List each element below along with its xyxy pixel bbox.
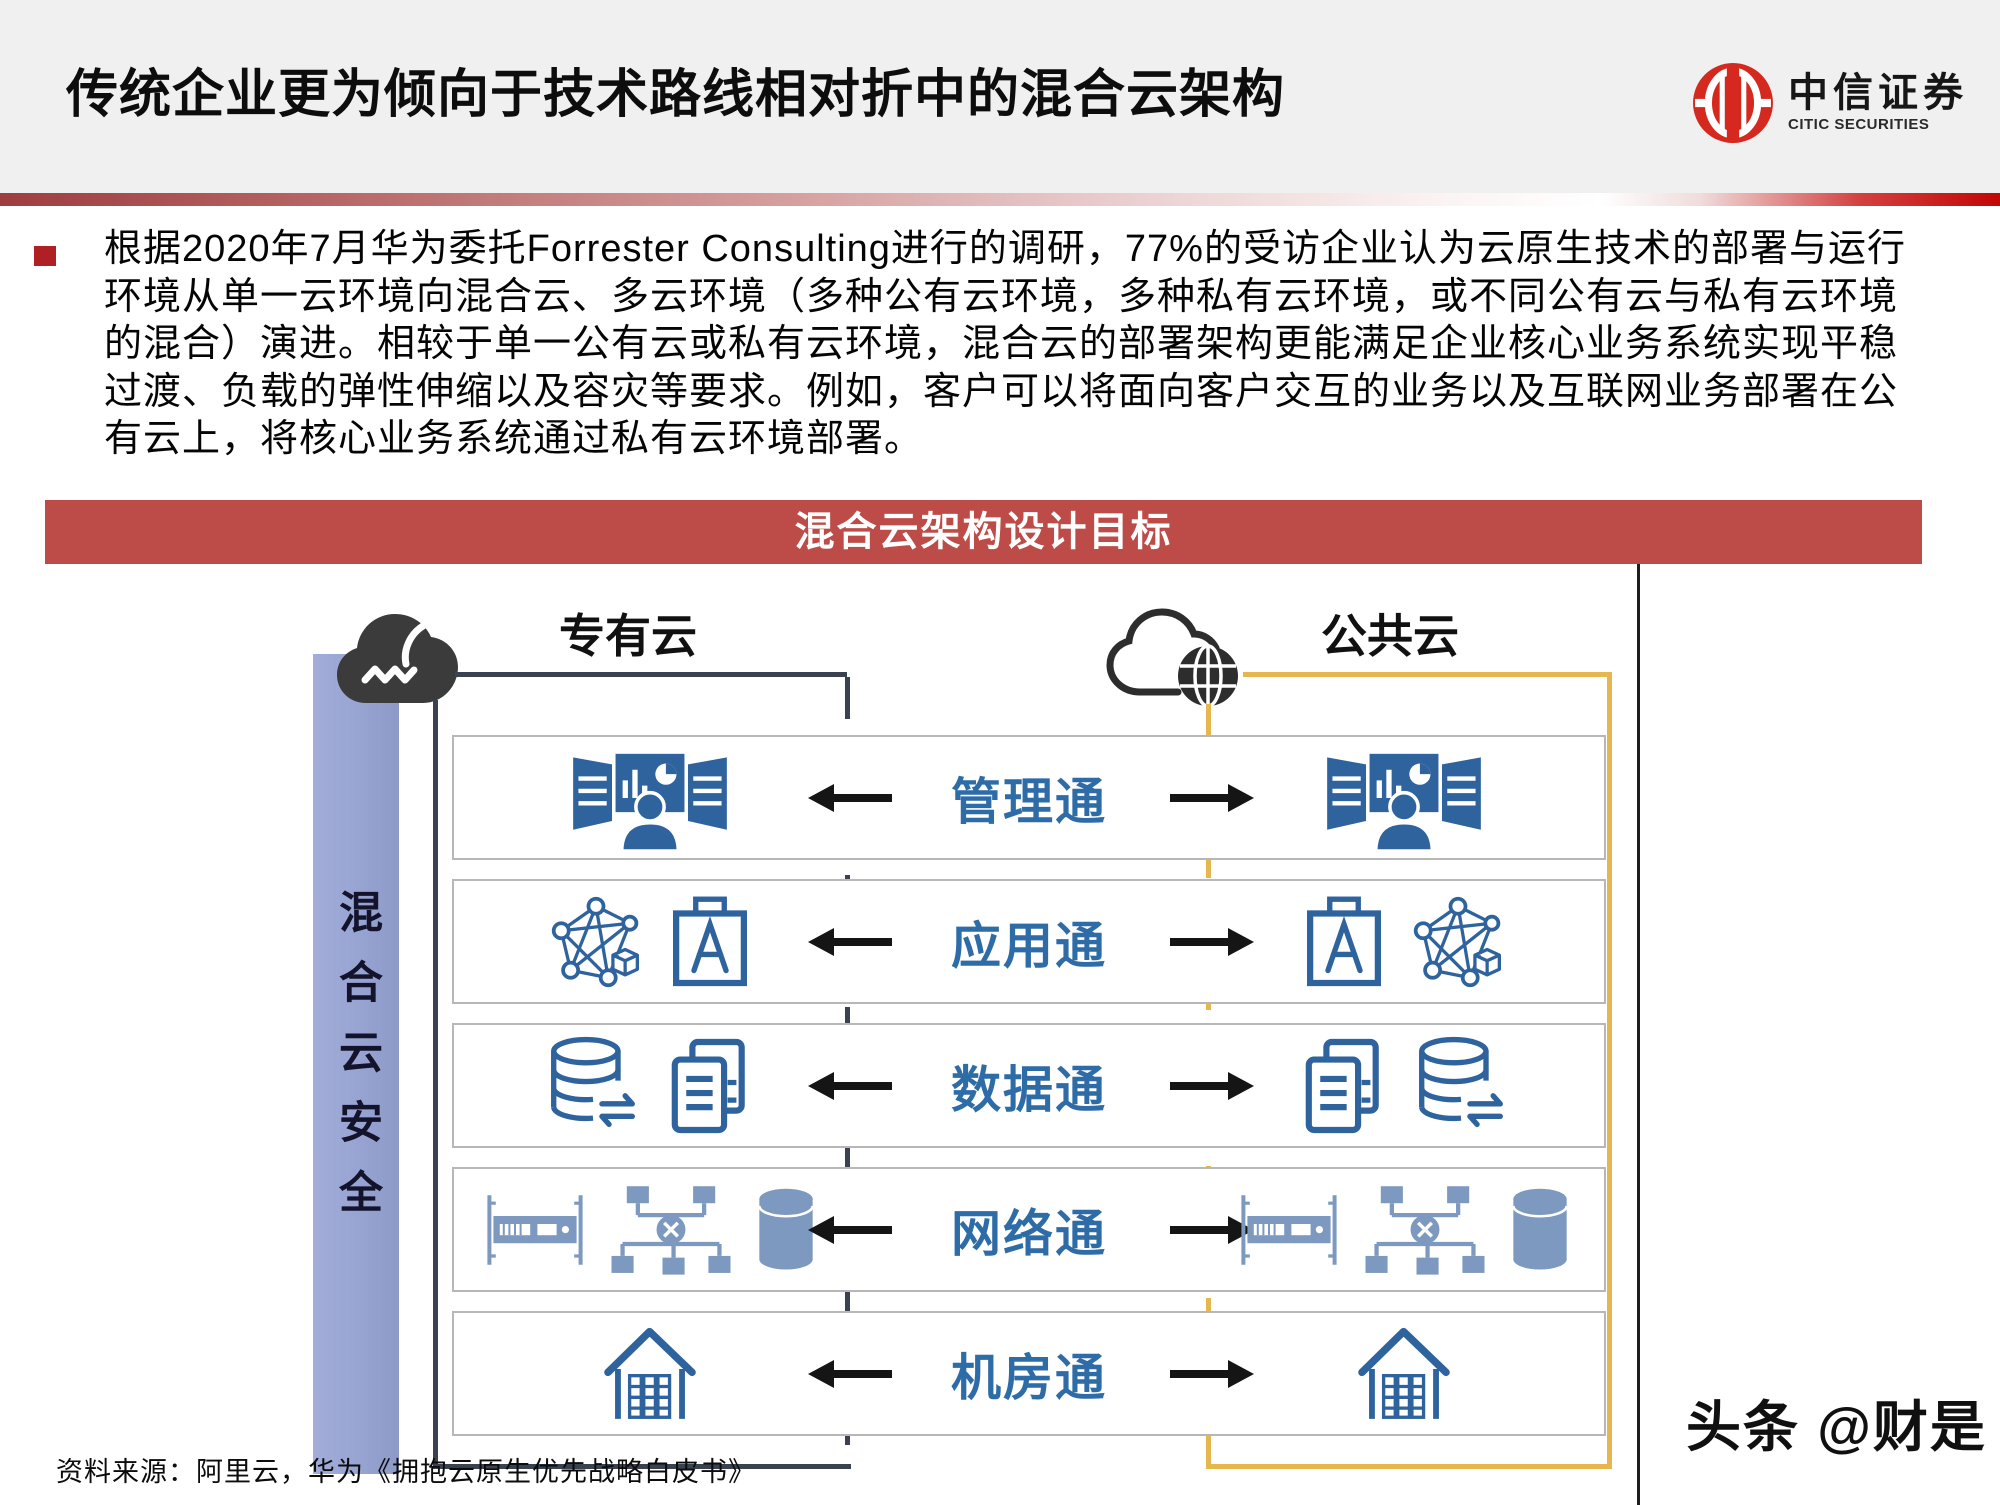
title-band xyxy=(0,0,2000,193)
datacenter-building-icon xyxy=(598,1323,702,1425)
diagram-row: 应用通 xyxy=(452,879,1606,1004)
row-left-icons xyxy=(462,1169,838,1290)
section-banner-label: 混合云架构设计目标 xyxy=(794,510,1173,554)
hybrid-cloud-security-bar: 混合云安全 xyxy=(313,654,399,1474)
network-topology-icon xyxy=(603,1181,739,1279)
network-molecule-icon xyxy=(1411,895,1505,989)
private-cloud-icon xyxy=(337,614,458,703)
private-bracket-left-line xyxy=(433,700,438,1469)
left-arrow-icon xyxy=(808,1359,892,1388)
row-label: 网络通 xyxy=(951,1205,1107,1262)
switch-rack-icon xyxy=(483,1192,587,1268)
right-arrow-icon xyxy=(1170,1071,1254,1100)
row-left-icons xyxy=(462,737,838,858)
monitor-wall-person-icon xyxy=(566,745,734,851)
diagram-row: 数据通 xyxy=(452,1023,1606,1148)
briefcase-a-icon xyxy=(669,895,751,989)
row-left-icons xyxy=(462,1025,838,1146)
paragraph-line: 过渡、负载的弹性伸缩以及容灾等要求。例如，客户可以将面向客户交互的业务以及互联网… xyxy=(104,370,1899,413)
row-label: 应用通 xyxy=(951,917,1107,974)
private-cloud-label: 专有云 xyxy=(559,610,697,662)
left-arrow-icon xyxy=(808,1071,892,1100)
paragraph-line: 的混合）演进。相较于单一公有云或私有云环境，混合云的部署架构更能满足企业核心业务… xyxy=(104,323,1899,365)
row-right-icons xyxy=(1214,737,1594,858)
right-divider-line xyxy=(1637,564,1640,1505)
bullet-square-icon xyxy=(34,246,56,266)
citic-logo-cn: 中信证券 xyxy=(1788,71,1968,115)
section-banner: 混合云架构设计目标 xyxy=(45,500,1922,564)
database-sync-icon xyxy=(1414,1036,1508,1136)
watermark: 头条 @财是 xyxy=(1686,1396,1987,1458)
row-right-icons xyxy=(1214,1313,1594,1434)
public-cloud-globe-icon xyxy=(1106,608,1238,708)
citic-logo-en: CITIC SECURITIES xyxy=(1788,116,1930,133)
database-cylinder-icon xyxy=(1509,1187,1571,1273)
right-arrow-icon xyxy=(1170,783,1254,812)
network-molecule-icon xyxy=(549,895,643,989)
citic-logo: 中信证券 CITIC SECURITIES xyxy=(1692,62,1968,144)
documents-icon xyxy=(666,1036,754,1136)
paragraph-line: 有云上，将核心业务系统通过私有云环境部署。 xyxy=(104,418,924,460)
paragraph-line: 根据2020年7月华为委托Forrester Consulting进行的调研，7… xyxy=(104,228,1906,270)
security-bar-label: 混合云安全 xyxy=(332,889,381,1239)
diagram-row: 管理通 xyxy=(452,735,1606,860)
briefcase-a-icon xyxy=(1303,895,1385,989)
body-paragraph: 根据2020年7月华为委托Forrester Consulting进行的调研，7… xyxy=(104,226,1934,464)
public-bracket-top-line xyxy=(1243,672,1612,677)
source-note: 资料来源：阿里云，华为《拥抱云原生优先战略白皮书》 xyxy=(56,1457,756,1487)
page-title: 传统企业更为倾向于技术路线相对折中的混合云架构 xyxy=(66,66,1286,124)
public-cloud-label: 公共云 xyxy=(1321,610,1459,662)
documents-icon xyxy=(1300,1036,1388,1136)
left-arrow-icon xyxy=(808,783,892,812)
public-bracket-right-line xyxy=(1607,672,1612,1469)
row-label: 机房通 xyxy=(951,1349,1107,1406)
database-sync-icon xyxy=(546,1036,640,1136)
diagram-row: 机房通 xyxy=(452,1311,1606,1436)
monitor-wall-person-icon xyxy=(1320,745,1488,851)
left-arrow-icon xyxy=(808,1215,892,1244)
public-bracket-bottom-line xyxy=(1206,1464,1612,1469)
row-label: 管理通 xyxy=(951,773,1107,830)
row-right-icons xyxy=(1214,881,1594,1002)
datacenter-building-icon xyxy=(1352,1323,1456,1425)
row-right-icons xyxy=(1214,1025,1594,1146)
right-arrow-icon xyxy=(1170,1359,1254,1388)
switch-rack-icon xyxy=(1237,1192,1341,1268)
row-left-icons xyxy=(462,1313,838,1434)
left-arrow-icon xyxy=(808,927,892,956)
private-bracket-bottom-line xyxy=(433,1464,851,1469)
paragraph-line: 环境从单一云环境向混合云、多云环境（多种公有云环境，多种私有云环境，或不同公有云… xyxy=(104,275,1899,318)
diagram-row: 网络通 xyxy=(452,1167,1606,1292)
row-label: 数据通 xyxy=(951,1061,1107,1118)
row-right-icons xyxy=(1214,1169,1594,1290)
network-topology-icon xyxy=(1357,1181,1493,1279)
citic-logo-icon xyxy=(1693,63,1773,143)
private-bracket-top-line xyxy=(455,672,847,677)
row-left-icons xyxy=(462,881,838,1002)
right-arrow-icon xyxy=(1170,927,1254,956)
title-divider xyxy=(0,193,2000,206)
